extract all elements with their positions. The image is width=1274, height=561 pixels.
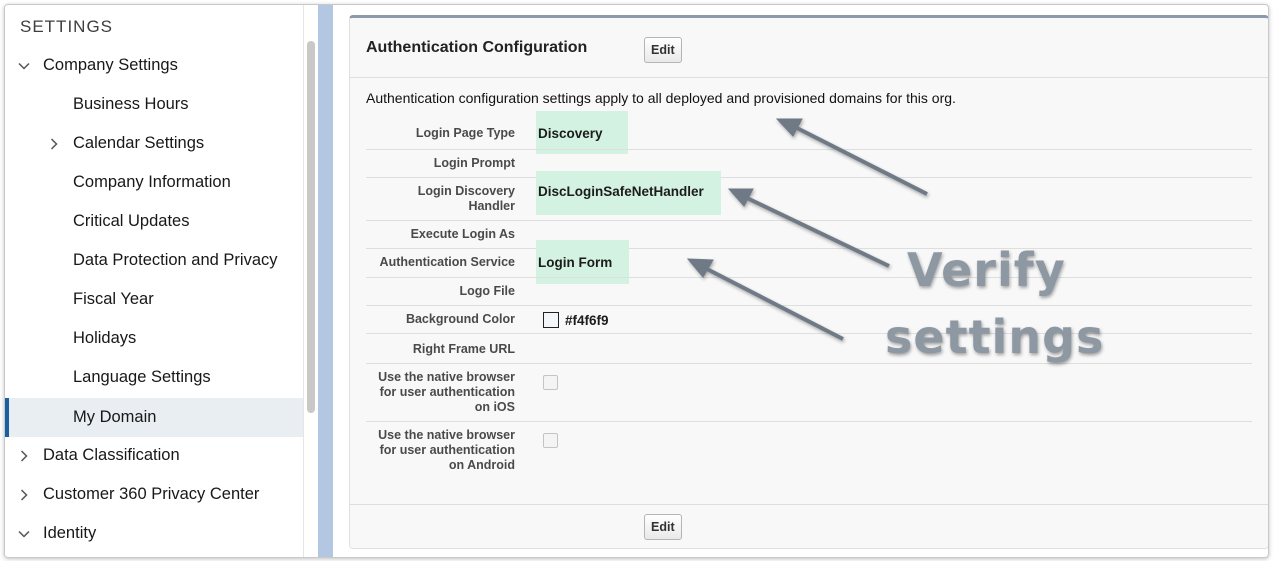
sidebar-item-identity[interactable]: Identity (5, 514, 303, 553)
sidebar-heading: SETTINGS (20, 17, 114, 36)
header-divider (350, 77, 1268, 78)
row-divider (366, 177, 1252, 178)
login-page-type-label: Login Page Type (415, 126, 515, 140)
settings-sidebar: SETTINGS Company Settings Business Hours… (5, 5, 303, 557)
login-prompt-label: Login Prompt (433, 156, 515, 170)
chevron-right-icon (47, 137, 61, 151)
sidebar-scrollbar[interactable] (307, 41, 315, 413)
sidebar-divider (303, 5, 304, 557)
authentication-service-label: Authentication Service (379, 255, 515, 269)
chevron-down-icon (17, 59, 31, 73)
sidebar-item-company-settings[interactable]: Company Settings (5, 46, 303, 85)
chevron-down-icon (17, 527, 31, 541)
sidebar-item-my-domain[interactable]: My Domain (5, 398, 303, 437)
sidebar-item-label: Identity (43, 524, 97, 542)
authentication-service-value: Login Form (538, 255, 613, 270)
login-page-type-value: Discovery (538, 126, 603, 141)
sidebar-item-label: Data Classification (43, 446, 180, 464)
sidebar-item-data-classification[interactable]: Data Classification (5, 436, 303, 475)
native-android-label: Use the native browser for user authenti… (378, 428, 515, 472)
logo-file-label: Logo File (459, 284, 515, 298)
native-android-checkbox[interactable] (543, 433, 558, 448)
row-divider (366, 421, 1252, 422)
sidebar-item-label: Language Settings (73, 368, 211, 386)
background-color-value: #f4f6f9 (543, 312, 609, 328)
sidebar-item-language-settings[interactable]: Language Settings (5, 358, 303, 397)
arrow-to-discovery-handler (746, 196, 890, 268)
sidebar-item-label: Company Settings (43, 56, 178, 74)
app-frame: SETTINGS Company Settings Business Hours… (4, 4, 1269, 558)
sidebar-item-label: Data Protection and Privacy (73, 251, 278, 269)
arrow-to-authentication-service (706, 267, 844, 341)
sidebar-item-calendar-settings[interactable]: Calendar Settings (5, 124, 303, 163)
sidebar-item-customer-360-privacy-center[interactable]: Customer 360 Privacy Center (5, 475, 303, 514)
login-discovery-handler-label: Login Discovery Handler (417, 184, 515, 213)
arrowhead-icon (686, 258, 714, 278)
native-ios-label: Use the native browser for user authenti… (378, 370, 515, 414)
execute-login-as-label: Execute Login As (410, 227, 515, 241)
arrowhead-icon (775, 118, 803, 137)
edit-button-top[interactable]: Edit (644, 37, 682, 63)
authentication-configuration-panel: Authentication Configuration Edit Authen… (349, 15, 1268, 549)
arrow-to-login-page-type (796, 126, 928, 196)
sidebar-item-label: Customer 360 Privacy Center (43, 485, 260, 503)
sidebar-item-business-hours[interactable]: Business Hours (5, 85, 303, 124)
edit-button-bottom[interactable]: Edit (644, 514, 682, 540)
sidebar-item-label: Holidays (73, 329, 137, 347)
highlight-login-discovery-handler (536, 171, 721, 215)
chevron-right-icon (17, 449, 31, 463)
background-color-label: Background Color (405, 312, 515, 326)
highlight-authentication-service (536, 240, 629, 284)
row-divider (366, 277, 1252, 278)
sidebar-item-critical-updates[interactable]: Critical Updates (5, 202, 303, 241)
sidebar-item-label: Business Hours (73, 95, 189, 113)
color-swatch (543, 312, 559, 328)
content-border-strip (318, 5, 333, 557)
sidebar-item-label: My Domain (73, 408, 157, 426)
arrowhead-icon (727, 188, 754, 207)
panel-title: Authentication Configuration (366, 39, 588, 56)
chevron-right-icon (17, 488, 31, 502)
annotation-settings: settings (885, 310, 1105, 364)
row-divider (366, 149, 1252, 150)
row-divider (366, 363, 1252, 364)
row-divider (366, 220, 1252, 221)
row-divider (366, 305, 1252, 306)
sidebar-item-label: Fiscal Year (73, 290, 154, 308)
footer-divider (350, 504, 1268, 505)
login-discovery-handler-value: DiscLoginSafeNetHandler (538, 184, 704, 199)
sidebar-item-holidays[interactable]: Holidays (5, 319, 303, 358)
sidebar-item-data-protection[interactable]: Data Protection and Privacy (5, 241, 303, 280)
annotation-verify: Verify (907, 243, 1066, 297)
highlight-login-page-type (536, 111, 628, 154)
right-frame-url-label: Right Frame URL (412, 342, 515, 356)
sidebar-item-fiscal-year[interactable]: Fiscal Year (5, 280, 303, 319)
sidebar-item-label: Critical Updates (73, 212, 190, 230)
sidebar-item-label: Company Information (73, 173, 231, 191)
native-ios-checkbox[interactable] (543, 375, 558, 390)
annotation-arrows (686, 118, 928, 341)
config-description: Authentication configuration settings ap… (366, 90, 956, 106)
row-divider (366, 248, 1252, 249)
row-divider (366, 333, 1252, 334)
sidebar-item-label: Calendar Settings (73, 134, 205, 152)
sidebar-item-company-information[interactable]: Company Information (5, 163, 303, 202)
